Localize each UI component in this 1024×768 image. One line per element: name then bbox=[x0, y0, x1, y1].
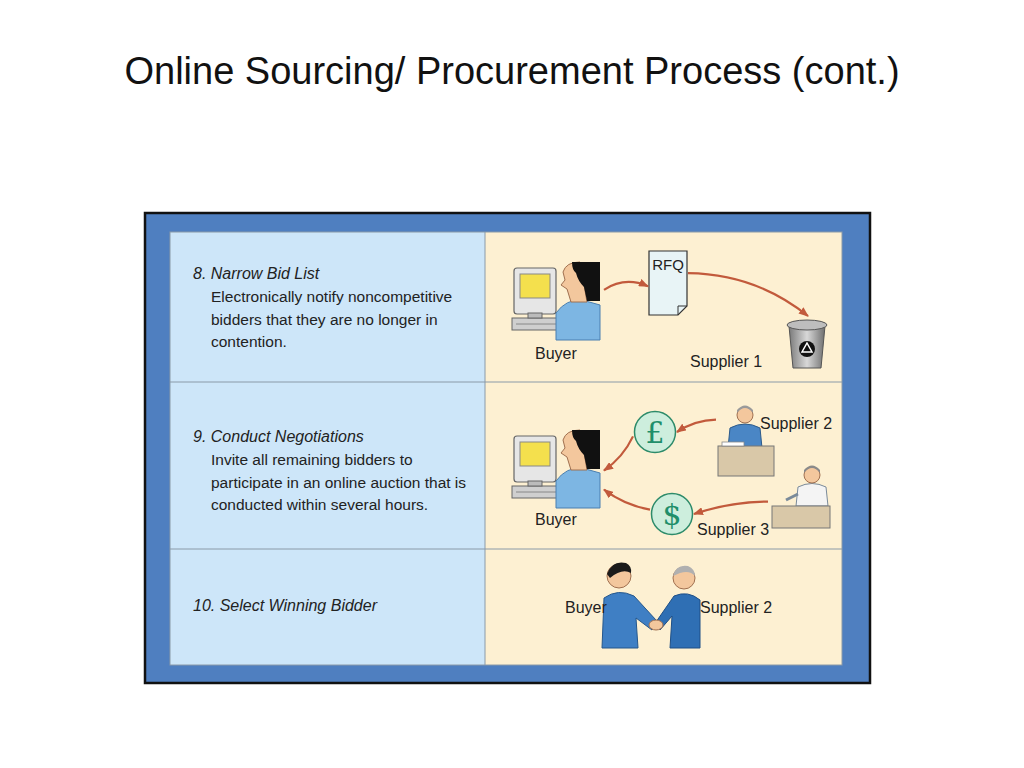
actor-label: Buyer bbox=[565, 598, 607, 618]
row-divider bbox=[170, 549, 842, 550]
actor-label: Supplier 2 bbox=[760, 414, 832, 434]
document-label: RFQ bbox=[648, 256, 688, 273]
step-cell: 10. Select Winning Bidder bbox=[170, 549, 485, 665]
actor-figure: Buyer bbox=[510, 258, 604, 364]
buyer-figure bbox=[512, 262, 600, 340]
actor-figure: Buyer bbox=[510, 426, 604, 532]
actor-label: Supplier 2 bbox=[700, 598, 772, 618]
flow-arrow bbox=[688, 273, 808, 316]
flow-arrow bbox=[604, 436, 633, 470]
step-description: Invite all remaining bidders to particip… bbox=[211, 449, 479, 517]
document-shape bbox=[649, 251, 687, 315]
buyer-suit bbox=[602, 592, 656, 648]
buyer-figure bbox=[512, 430, 600, 508]
actor-label: Buyer bbox=[535, 510, 577, 530]
supplier-shirt bbox=[796, 484, 828, 507]
trash-can bbox=[787, 320, 827, 368]
desk bbox=[718, 446, 774, 476]
actor-label: Supplier 1 bbox=[690, 352, 762, 372]
actor-figure: Supplier 2 bbox=[716, 404, 776, 482]
actor-figure: Supplier 3 bbox=[768, 462, 834, 534]
flow-arrow bbox=[677, 420, 716, 432]
flow-arrow bbox=[604, 282, 648, 290]
trash-body bbox=[789, 326, 825, 368]
table-border bbox=[170, 232, 842, 665]
step-heading: 10. Select Winning Bidder bbox=[193, 595, 475, 617]
panel-frame bbox=[145, 213, 870, 683]
recycle-symbol bbox=[799, 341, 815, 357]
supplier-figure bbox=[772, 466, 830, 529]
supplier-hair bbox=[737, 406, 753, 414]
desk-paper bbox=[722, 442, 744, 446]
document-fold bbox=[678, 306, 687, 315]
currency-circle: £ bbox=[633, 410, 677, 454]
row-divider bbox=[170, 382, 842, 383]
slide-title: Online Sourcing/ Procurement Process (co… bbox=[112, 42, 912, 100]
step-heading: 9. Conduct Negotiations bbox=[193, 426, 475, 448]
currency-symbol: £ bbox=[633, 410, 677, 454]
actor-label: Supplier 3 bbox=[697, 520, 769, 540]
supplier-hair bbox=[673, 566, 695, 576]
actor-figure: Supplier 1 bbox=[786, 316, 830, 370]
step-cell: 9. Conduct NegotiationsInvite all remain… bbox=[170, 382, 485, 549]
supplier-hair bbox=[804, 466, 820, 474]
left-column bbox=[170, 232, 485, 665]
trash-lid bbox=[787, 320, 827, 330]
flow-arrow bbox=[604, 490, 650, 510]
currency-symbol: $ bbox=[650, 492, 694, 536]
right-column bbox=[485, 232, 842, 665]
handshake bbox=[602, 562, 700, 648]
clasped-hands bbox=[649, 620, 663, 630]
step-description: Electronically notify noncompetitive bid… bbox=[211, 286, 479, 354]
flow-arrow bbox=[694, 502, 768, 514]
supplier-arm bbox=[786, 494, 798, 500]
currency-circle: $ bbox=[650, 492, 694, 536]
actor-label: Buyer bbox=[535, 344, 577, 364]
desk bbox=[772, 506, 830, 528]
supplier-suit bbox=[656, 594, 700, 648]
column-divider bbox=[485, 232, 486, 665]
rfq-document: RFQ bbox=[648, 250, 688, 316]
buyer-hair bbox=[607, 562, 631, 578]
step-heading: 8. Narrow Bid List bbox=[193, 263, 475, 285]
recycle-arrows bbox=[802, 343, 812, 352]
step-cell: 8. Narrow Bid ListElectronically notify … bbox=[170, 232, 485, 382]
